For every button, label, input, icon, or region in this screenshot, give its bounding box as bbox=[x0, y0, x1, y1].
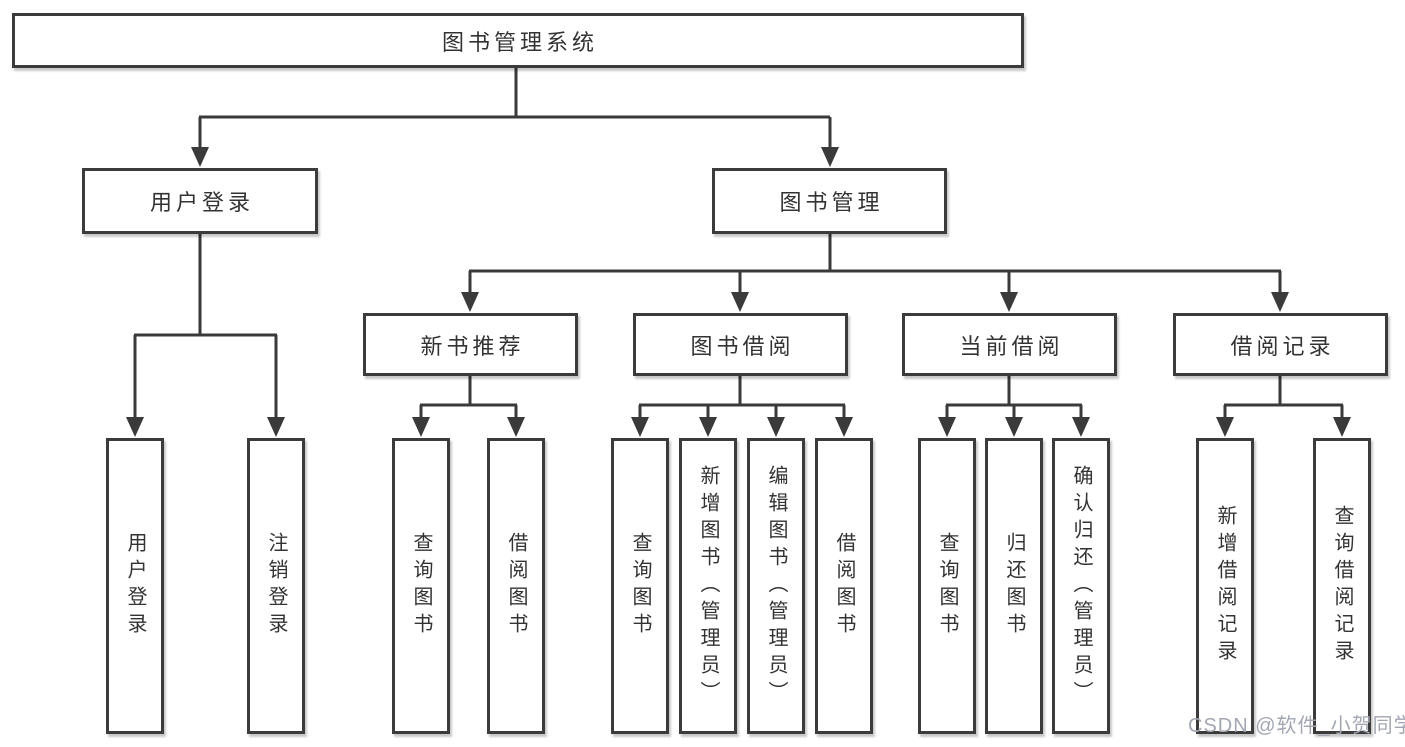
node-borrow-records: 借阅记录 bbox=[1173, 313, 1388, 376]
node-current-borrow: 当前借阅 bbox=[902, 313, 1117, 376]
node-user-login: 用户登录 bbox=[82, 168, 318, 234]
leaf-query-books-current: 查询图书 bbox=[918, 438, 976, 734]
leaf-return-books: 归还图书 bbox=[985, 438, 1043, 734]
node-label: 归还图书 bbox=[1003, 532, 1025, 640]
node-label: 新增借阅记录 bbox=[1214, 505, 1236, 667]
node-label: 图书管理 bbox=[779, 190, 884, 215]
leaf-user-login: 用户登录 bbox=[106, 438, 164, 734]
node-label: 查询图书 bbox=[629, 532, 651, 640]
node-book-management: 图书管理 bbox=[712, 168, 947, 234]
node-label: 当前借阅 bbox=[959, 333, 1064, 359]
leaf-query-books-recommend: 查询图书 bbox=[392, 438, 450, 734]
node-label: 图书管理系统 bbox=[441, 29, 598, 55]
watermark: CSDN @软件_小贺同学 bbox=[1188, 715, 1405, 737]
leaf-borrow-books-recommend: 借阅图书 bbox=[487, 438, 545, 734]
node-label: 图书借阅 bbox=[690, 333, 795, 359]
node-label: 新书推荐 bbox=[420, 333, 525, 359]
node-label: 查询图书 bbox=[936, 532, 958, 640]
node-book-borrow: 图书借阅 bbox=[633, 313, 848, 376]
node-label: 查询图书 bbox=[410, 532, 432, 640]
node-label: 用户登录 bbox=[124, 532, 146, 640]
leaf-confirm-return-admin: 确认归还（管理员） bbox=[1052, 438, 1110, 734]
node-label: 用户登录 bbox=[149, 190, 254, 215]
node-label: 编辑图书（管理员） bbox=[765, 464, 787, 708]
leaf-add-borrow-record: 新增借阅记录 bbox=[1196, 438, 1254, 734]
node-label: 确认归还（管理员） bbox=[1070, 464, 1092, 708]
leaf-edit-book-admin: 编辑图书（管理员） bbox=[747, 438, 805, 734]
node-library-management-system: 图书管理系统 bbox=[12, 13, 1024, 68]
leaf-add-book-admin: 新增图书（管理员） bbox=[679, 438, 737, 734]
node-label: 查询借阅记录 bbox=[1331, 505, 1353, 667]
leaf-query-borrow-record: 查询借阅记录 bbox=[1313, 438, 1371, 734]
node-label: 注销登录 bbox=[265, 532, 287, 640]
node-label: 借阅图书 bbox=[505, 532, 527, 640]
node-label: 新增图书（管理员） bbox=[697, 464, 719, 708]
leaf-logout: 注销登录 bbox=[247, 438, 305, 734]
node-new-book-recommend: 新书推荐 bbox=[363, 313, 578, 376]
node-label: 借阅图书 bbox=[833, 532, 855, 640]
leaf-query-books-borrow: 查询图书 bbox=[611, 438, 669, 734]
node-label: 借阅记录 bbox=[1230, 333, 1335, 359]
leaf-borrow-books: 借阅图书 bbox=[815, 438, 873, 734]
